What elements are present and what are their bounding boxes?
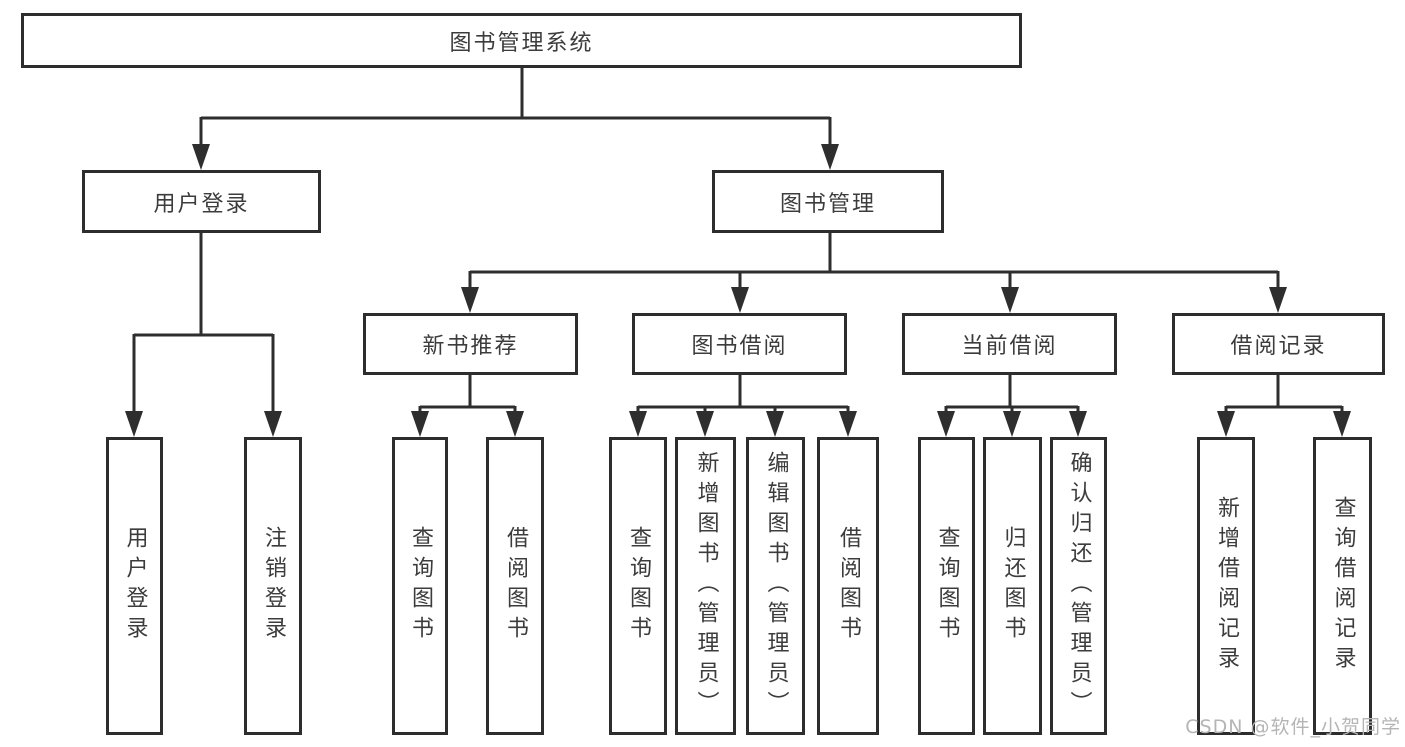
node-borrowing-records: 借阅记录 xyxy=(1172,313,1385,375)
arrowhead xyxy=(1069,411,1087,437)
leaf-add-book-admin: 新增图书（管理员） xyxy=(675,437,736,735)
leaf-edit-book-admin: 编辑图书（管理员） xyxy=(746,437,805,735)
leaf-return-book: 归还图书 xyxy=(983,437,1042,735)
arrowhead xyxy=(766,411,784,437)
arrowhead xyxy=(411,411,429,437)
connector-book-management xyxy=(461,233,1287,313)
connector-new-book-recommend xyxy=(411,375,524,437)
connector-root xyxy=(192,68,839,170)
arrowhead xyxy=(264,411,282,437)
arrowhead xyxy=(1217,411,1235,437)
arrowhead xyxy=(461,287,479,313)
leaf-query-borrowing-record: 查询借阅记录 xyxy=(1313,437,1372,735)
node-root: 图书管理系统 xyxy=(21,13,1022,68)
leaf-logout: 注销登录 xyxy=(244,437,302,735)
leaf-query-book-recommend: 查询图书 xyxy=(392,437,448,735)
leaf-query-book-current: 查询图书 xyxy=(918,437,975,735)
node-user-login: 用户登录 xyxy=(82,170,321,233)
arrowhead xyxy=(731,287,749,313)
arrowhead xyxy=(192,144,210,170)
node-book-borrowing: 图书借阅 xyxy=(632,313,847,375)
connector-borrowing-records xyxy=(1217,375,1351,437)
connector-current-borrowing xyxy=(937,375,1087,437)
arrowhead xyxy=(1269,287,1287,313)
arrowhead xyxy=(506,411,524,437)
leaf-confirm-return-admin: 确认归还（管理员） xyxy=(1050,437,1107,735)
leaf-user-login: 用户登录 xyxy=(106,437,163,735)
watermark: CSDN @软件_小贺同学 xyxy=(1185,716,1401,738)
arrowhead xyxy=(839,411,857,437)
connector-book-borrowing xyxy=(629,375,857,437)
node-new-book-recommend: 新书推荐 xyxy=(363,313,578,375)
arrowhead xyxy=(821,144,839,170)
connector-user-login xyxy=(125,233,282,437)
node-book-management: 图书管理 xyxy=(712,170,944,233)
node-current-borrowing: 当前借阅 xyxy=(902,313,1117,375)
arrowhead xyxy=(1333,411,1351,437)
arrowhead xyxy=(696,411,714,437)
leaf-add-borrowing-record: 新增借阅记录 xyxy=(1197,437,1255,735)
arrowhead xyxy=(1003,411,1021,437)
arrowhead xyxy=(937,411,955,437)
leaf-borrow-book-recommend: 借阅图书 xyxy=(486,437,544,735)
leaf-borrow-book-borrowing: 借阅图书 xyxy=(817,437,879,735)
arrowhead xyxy=(1001,287,1019,313)
arrowhead xyxy=(629,411,647,437)
leaf-query-book-borrowing: 查询图书 xyxy=(609,437,667,735)
arrowhead xyxy=(125,411,143,437)
